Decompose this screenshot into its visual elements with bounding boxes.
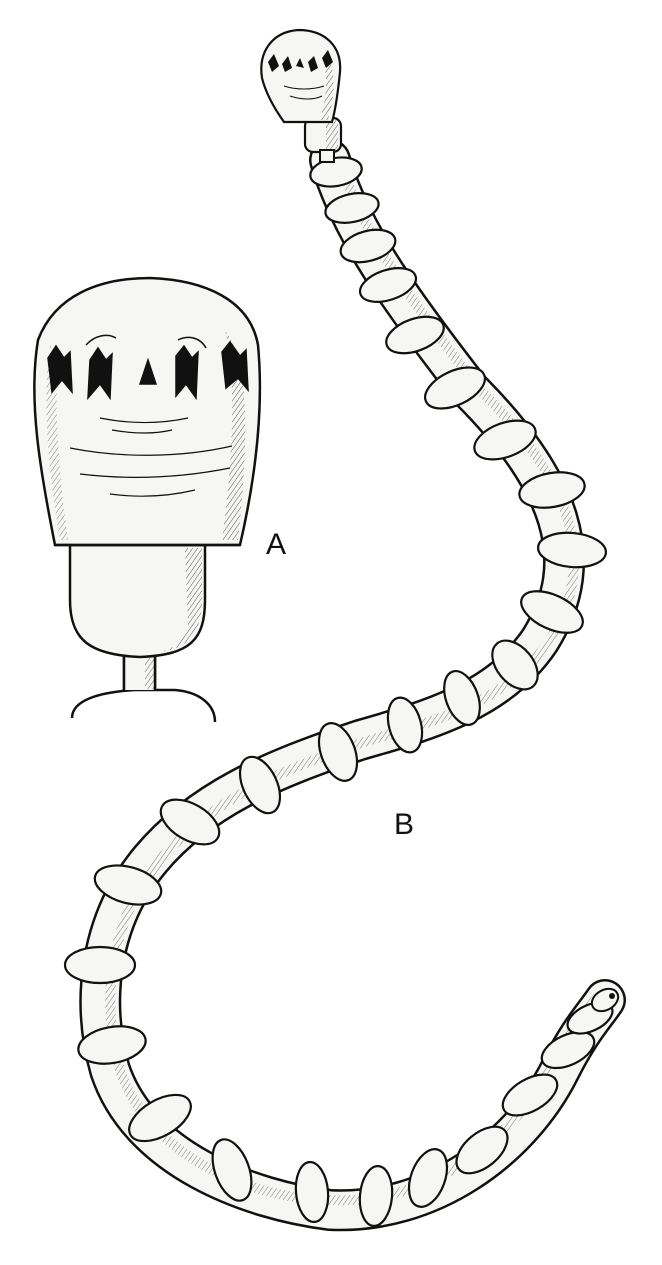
segment-rings bbox=[63, 156, 614, 1228]
body-base-line bbox=[70, 688, 217, 723]
head-wrinkles bbox=[69, 417, 233, 497]
worm-head bbox=[260, 28, 343, 163]
hooks bbox=[47, 340, 249, 401]
worm-body-drawing bbox=[63, 28, 626, 1232]
figure-label-a: A bbox=[266, 528, 287, 561]
figure-label-b: B bbox=[394, 808, 415, 841]
head-lower-segment bbox=[68, 543, 207, 659]
head-main bbox=[33, 276, 262, 547]
head-detail-drawing bbox=[33, 276, 262, 723]
